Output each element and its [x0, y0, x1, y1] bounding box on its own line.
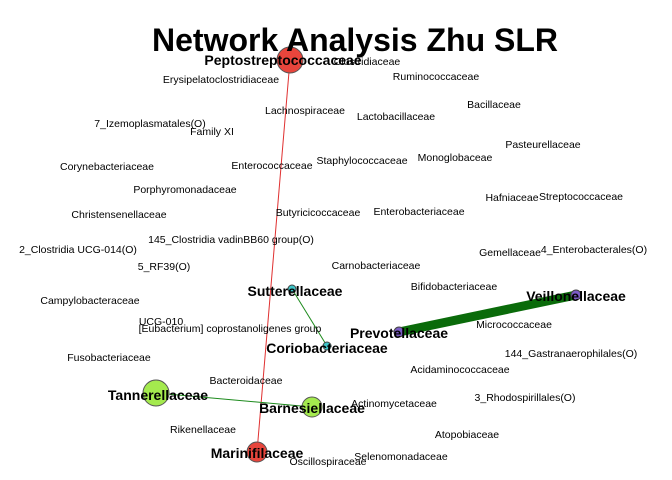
taxon-label: Enterococcaceae — [231, 160, 312, 172]
node-sutterellaceae — [287, 284, 297, 294]
label-peptostreptococcaceae: Peptostreptococcaceae — [204, 52, 361, 68]
taxon-label: Streptococcaceae — [539, 191, 623, 203]
taxon-label: Christensenellaceae — [71, 209, 166, 221]
node-marinifilaceae — [246, 441, 268, 463]
edge-prevotellaceae-veillonellaceae — [398, 290, 577, 337]
taxon-label: Oscillospiraceae — [289, 456, 366, 468]
label-barnesiellaceae: Barnesiellaceae — [259, 400, 365, 416]
node-barnesiellaceae — [301, 396, 323, 418]
taxon-label: 145_Clostridia vadinBB60 group(O) — [148, 234, 314, 246]
taxon-label: Selenomonadaceae — [354, 451, 448, 463]
taxon-label: Porphyromonadaceae — [133, 184, 236, 196]
edge-sutterellaceae-coriobacteriaceae — [291, 288, 328, 347]
edge-tannerellaceae-barnesiellaceae — [155, 392, 313, 408]
node-veillonellaceae — [570, 289, 582, 301]
diagram-title: Network Analysis Zhu SLR — [152, 22, 558, 58]
label-veillonellaceae: Veillonellaceae — [526, 288, 626, 304]
hub-labels: Peptostreptococcaceae Sutterellaceae Vei… — [108, 52, 626, 461]
taxon-label: 3_Rhodospirillales(O) — [475, 392, 576, 404]
node-coriobacteriaceae — [322, 341, 332, 351]
taxon-label: Atopobiaceae — [435, 429, 499, 441]
taxon-label: Bifidobacteriaceae — [411, 281, 498, 293]
label-tannerellaceae: Tannerellaceae — [108, 387, 208, 403]
taxon-label: Rikenellaceae — [170, 424, 236, 436]
taxon-label: Corynebacteriaceae — [60, 161, 154, 173]
label-marinifilaceae: Marinifilaceae — [211, 445, 304, 461]
taxon-label: Bacteroidaceae — [210, 375, 283, 387]
taxon-label: Monoglobaceae — [418, 152, 493, 164]
taxon-label: Actinomycetaceae — [351, 398, 437, 410]
taxon-label: Fusobacteriaceae — [67, 352, 151, 364]
label-sutterellaceae: Sutterellaceae — [248, 283, 343, 299]
taxon-label: Campylobacteraceae — [40, 295, 139, 307]
taxon-label: Hafniaceae — [485, 192, 538, 204]
label-coriobacteriaceae: Coriobacteriaceae — [266, 340, 388, 356]
node-tannerellaceae — [142, 379, 170, 407]
edge-peptostreptococcaceae-marinifilaceae — [256, 59, 291, 453]
taxon-label: 5_RF39(O) — [138, 261, 191, 273]
label-prevotellaceae: Prevotellaceae — [350, 325, 448, 341]
nodes — [142, 46, 582, 463]
node-peptostreptococcaceae — [276, 46, 304, 74]
taxon-label: 2_Clostridia UCG-014(O) — [19, 244, 137, 256]
taxon-label: Butyricicoccaceae — [276, 207, 361, 219]
taxon-label: Micrococcaceae — [476, 319, 552, 331]
taxon-labels: Clostridiaceae Erysipelatoclostridiaceae… — [19, 56, 647, 468]
taxon-label: Ruminococcaceae — [393, 71, 480, 83]
edges — [155, 59, 577, 453]
taxon-label: Enterobacteriaceae — [373, 206, 464, 218]
taxon-label: Clostridiaceae — [334, 56, 401, 68]
taxon-label: Family XI — [190, 126, 234, 138]
taxon-label: Gemellaceae — [479, 247, 541, 259]
taxon-label: Bacillaceae — [467, 99, 521, 111]
taxon-label: Staphylococcaceae — [316, 155, 407, 167]
taxon-label: Carnobacteriaceae — [332, 260, 421, 272]
taxon-label: UCG-010 — [139, 316, 184, 328]
taxon-label: 4_Enterobacterales(O) — [541, 244, 647, 256]
taxon-label: 7_Izemoplasmatales(O) — [94, 118, 205, 130]
taxon-label: 144_Gastranaerophilales(O) — [505, 348, 638, 360]
taxon-label: Lactobacillaceae — [357, 111, 435, 123]
taxon-label: Pasteurellaceae — [505, 139, 580, 151]
taxon-label: Acidaminococcaceae — [410, 364, 509, 376]
taxon-label: [Eubacterium] coprostanoligenes group — [139, 323, 322, 335]
node-prevotellaceae — [393, 326, 405, 338]
taxon-label: Erysipelatoclostridiaceae — [163, 74, 279, 86]
taxon-label: Lachnospiraceae — [265, 105, 345, 117]
